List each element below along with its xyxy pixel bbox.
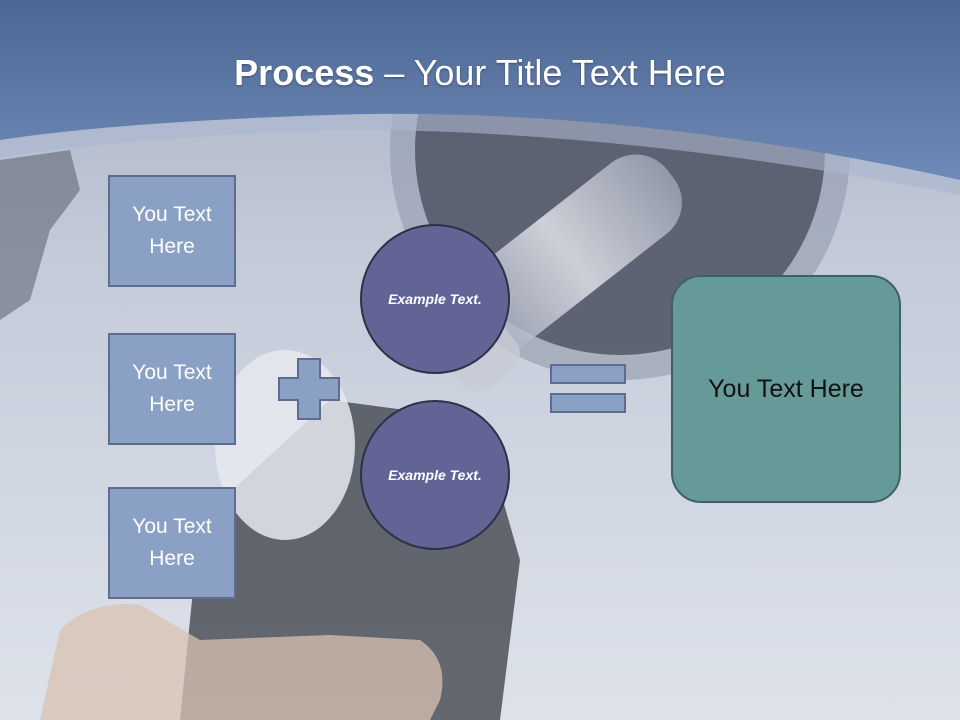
input-box-3[interactable]: You Text Here xyxy=(108,487,236,599)
example-circle-2[interactable]: Example Text. xyxy=(360,400,510,550)
slide-title: Process – Your Title Text Here xyxy=(0,52,960,94)
equals-bar-top xyxy=(550,364,626,384)
input-box-1[interactable]: You Text Here xyxy=(108,175,236,287)
plus-icon xyxy=(278,358,340,420)
example-circle-1[interactable]: Example Text. xyxy=(360,224,510,374)
result-box[interactable]: You Text Here xyxy=(671,275,901,503)
input-box-2[interactable]: You Text Here xyxy=(108,333,236,445)
equals-bar-bottom xyxy=(550,393,626,413)
title-bold-part: Process xyxy=(234,52,375,93)
title-rest-part: – Your Title Text Here xyxy=(374,52,726,93)
